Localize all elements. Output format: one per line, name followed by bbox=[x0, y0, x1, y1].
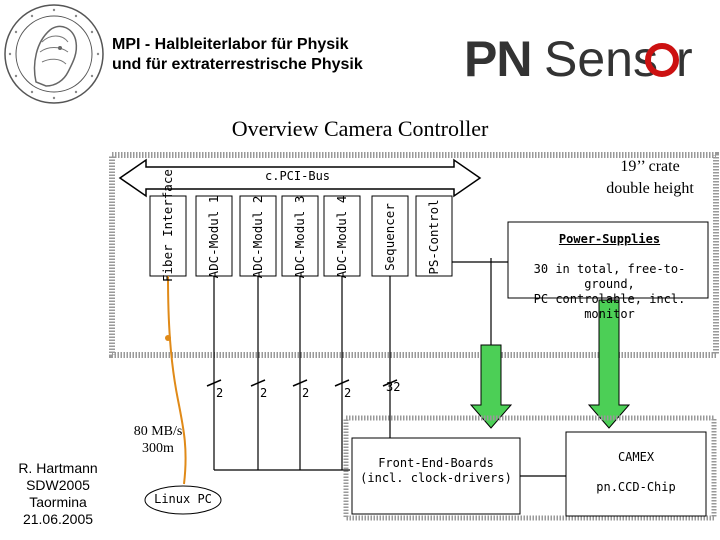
author-event: SDW2005 bbox=[26, 477, 90, 493]
channel-count-adc4: 2 bbox=[344, 386, 352, 400]
channel-slashes bbox=[206, 379, 398, 387]
power-arrow-left bbox=[469, 344, 513, 429]
crate-note-line2: double height bbox=[606, 180, 694, 197]
channel-count-adc3: 2 bbox=[302, 386, 310, 400]
crate-note-line1: 19’’ crate bbox=[620, 158, 680, 175]
pnsensor-logo: PN Sens r bbox=[464, 31, 693, 87]
crate-note: 19’’ crate double height bbox=[590, 156, 710, 200]
front-end-label: Front-End-Boards (incl. clock-drivers) bbox=[352, 456, 520, 486]
camex-label: CAMEX bbox=[617, 450, 655, 464]
fiber-speed-label: 80 MB/s 300m bbox=[128, 423, 188, 457]
camex-box bbox=[565, 431, 707, 517]
power-supplies-desc-line2: PC controlable, incl. monitor bbox=[533, 292, 686, 321]
institute-title: MPI - Halbleiterlabor für Physik und für… bbox=[112, 35, 363, 75]
fiber-link bbox=[167, 275, 187, 485]
channel-count-adc1: 2 bbox=[216, 386, 224, 400]
svg-text:PN: PN bbox=[464, 31, 531, 87]
fiber-speed-line1: 80 MB/s bbox=[133, 424, 183, 439]
fiber-speed-line2: 300m bbox=[142, 441, 174, 456]
author-block: R. Hartmann SDW2005 Taormina 21.06.2005 bbox=[8, 460, 108, 528]
card-adc-modul-1: ADC-Modul 1 bbox=[206, 195, 221, 279]
front-end-line2: (incl. clock-drivers) bbox=[360, 471, 512, 485]
front-end-box bbox=[351, 437, 521, 515]
power-supplies-desc: 30 in total, free-to-ground, PC controla… bbox=[512, 262, 707, 322]
institute-title-line2: und für extraterrestrische Physik bbox=[112, 56, 363, 73]
mpi-seal-logo bbox=[4, 4, 104, 104]
svg-text:r: r bbox=[676, 31, 693, 87]
signal-cables bbox=[213, 276, 391, 471]
slide-title: Overview Camera Controller bbox=[231, 116, 489, 141]
card-ps-control: PS-Control bbox=[426, 199, 441, 275]
channel-count-sequencer: 32 bbox=[386, 380, 401, 394]
power-supplies-title: Power-Supplies bbox=[558, 232, 661, 246]
channel-count-adc2: 2 bbox=[260, 386, 268, 400]
card-adc-modul-2: ADC-Modul 2 bbox=[250, 195, 265, 279]
crate-cards-lower bbox=[149, 195, 453, 277]
detector-frame bbox=[343, 415, 717, 521]
institute-title-line1: MPI - Halbleiterlabor für Physik bbox=[112, 36, 349, 53]
linux-pc-ellipse bbox=[144, 485, 222, 515]
card-adc-modul-3: ADC-Modul 3 bbox=[292, 195, 307, 279]
front-end-line1: Front-End-Boards bbox=[378, 456, 494, 470]
author-name: R. Hartmann bbox=[18, 460, 98, 476]
card-sequencer: Sequencer bbox=[382, 203, 397, 271]
cpci-bus-arrow bbox=[118, 158, 482, 198]
card-fiber-interface: Fiber Interface bbox=[160, 169, 175, 282]
power-supplies-desc-line1: 30 in total, free-to-ground, bbox=[533, 262, 686, 291]
author-place: Taormina bbox=[29, 494, 87, 510]
power-supplies-box bbox=[507, 221, 709, 299]
card-adc-modul-4: ADC-Modul 4 bbox=[334, 195, 349, 279]
linux-pc-label: Linux PC bbox=[154, 492, 212, 506]
cpci-bus-label: c.PCI-Bus bbox=[265, 169, 331, 183]
author-date: 21.06.2005 bbox=[22, 511, 94, 527]
ccd-chip-label: pn.CCD-Chip bbox=[596, 480, 676, 494]
svg-text:Sens: Sens bbox=[544, 31, 658, 87]
